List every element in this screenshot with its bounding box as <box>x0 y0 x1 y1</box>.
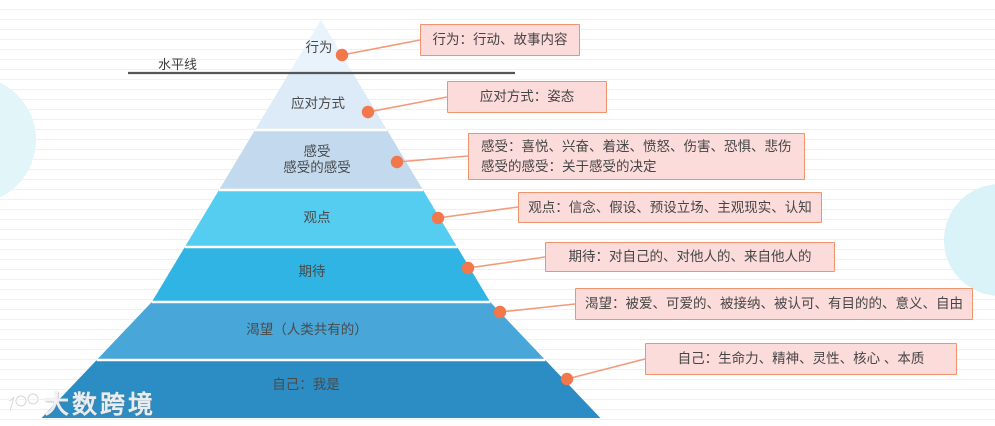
connector-line-coping <box>367 96 448 113</box>
pyramid-layer-expectations <box>151 247 491 302</box>
connector-dot-expectations <box>461 261 475 275</box>
connector-dot-feelings <box>390 155 404 169</box>
connector-line-viewpoints <box>437 206 519 219</box>
connector-dot-viewpoints <box>431 211 445 225</box>
layer-label-expectations: 期待 <box>298 264 326 279</box>
layer-label-behavior: 行为 <box>305 40 333 55</box>
callout-expectations: 期待：对自己的、对他人的、来自他人的 <box>545 242 835 272</box>
layer-label-self: 自己：我是 <box>272 377 340 392</box>
layer-label-coping: 应对方式 <box>291 96 345 111</box>
connector-dot-coping <box>361 105 375 119</box>
pyramid-layer-self <box>41 360 601 418</box>
callout-self: 自己：生命力、精神、灵性、核心 、本质 <box>645 343 957 375</box>
pyramid-layer-coping <box>255 73 387 130</box>
pyramid-layer-viewpoints <box>184 190 458 247</box>
callout-coping: 应对方式：姿态 <box>447 81 607 113</box>
connector-line-yearnings <box>499 303 576 313</box>
callout-feelings: 感受：喜悦、兴奋、着迷、愤怒、伤害、恐惧、悲伤 感受的感受：关于感受的决定 <box>468 133 805 180</box>
waterline-label: 水平线 <box>158 57 198 72</box>
connector-dot-behavior <box>335 48 349 62</box>
connector-line-behavior <box>341 39 421 56</box>
connector-line-feelings <box>396 155 469 163</box>
pyramid-layer-behavior <box>289 20 353 73</box>
pyramid-layer-yearnings <box>96 302 546 360</box>
callout-behavior: 行为：行动、故事内容 <box>420 24 580 56</box>
layer-label-yearnings: 渴望（人类共有的） <box>246 322 368 337</box>
callout-viewpoints: 观点：信念、假设、预设立场、主观现实、认知 <box>518 192 822 223</box>
pyramid-layer-feelings <box>219 130 423 190</box>
connector-dot-yearnings <box>493 305 507 319</box>
callout-yearnings: 渴望：被爱、可爱的、被接纳、被认可、有目的的、意义、自由 <box>575 288 973 320</box>
connector-line-self <box>566 358 646 380</box>
layer-label-feelings: 感受 感受的感受 <box>283 144 351 175</box>
connector-dot-self <box>560 372 574 386</box>
connector-line-expectations <box>467 256 546 269</box>
layer-label-viewpoints: 观点 <box>303 210 331 225</box>
